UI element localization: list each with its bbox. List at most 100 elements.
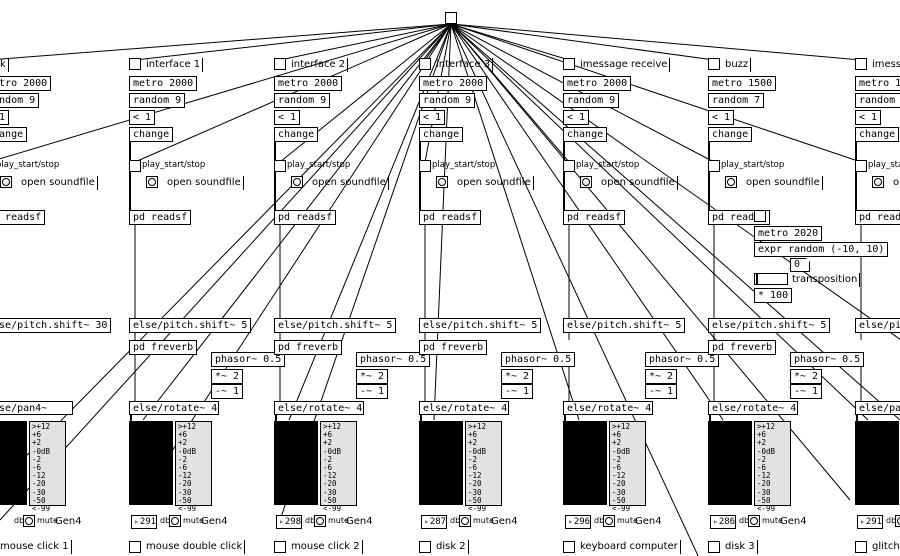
readsf-object[interactable]: pd readsf [274,210,337,225]
play-toggle[interactable] [129,160,141,172]
buzz-toggle[interactable] [754,210,766,222]
metro-object[interactable]: metro 2000 [419,76,488,91]
play-toggle[interactable] [419,160,431,172]
phasor-object[interactable]: phasor~ 0.5 [790,352,865,367]
open-bang[interactable] [436,176,448,188]
change-object[interactable]: change [563,127,608,142]
change-object[interactable]: change [708,127,753,142]
less-than-object[interactable]: < 1 [563,110,590,125]
random-object[interactable]: random 6 [855,93,900,108]
gain-number[interactable]: 291 [131,515,157,529]
bottom-toggle[interactable] [419,541,431,553]
pitch-shift-object[interactable]: else/pitch.shift~ 5 [274,318,397,333]
subtract-object[interactable]: -~ 1 [356,384,389,399]
random-object[interactable]: random 9 [419,93,476,108]
rotate-object[interactable]: else/pan4~ [855,401,900,415]
random-object[interactable]: random 9 [563,93,620,108]
pitch-shift-object[interactable]: else/pitch.shift~ 5 [708,318,831,333]
rotate-object[interactable]: else/rotate~ 4 [563,401,653,415]
transposition-slider[interactable] [754,273,788,285]
random-object[interactable]: random 9 [0,93,40,108]
change-object[interactable]: change [274,127,319,142]
rotate-object[interactable]: else/rotate~ 4 [419,401,509,415]
column-toggle[interactable] [563,58,575,70]
metro-object[interactable]: metro 2000 [0,76,52,91]
multiply-object[interactable]: *~ 2 [211,369,244,384]
open-bang[interactable] [146,176,158,188]
expr-object[interactable]: expr random (-10, 10) [754,242,889,257]
bottom-toggle[interactable] [708,541,720,553]
subtract-object[interactable]: -~ 1 [645,384,678,399]
metro-object[interactable]: metro 2000 [563,76,632,91]
mute-bang[interactable] [603,515,615,527]
metro-object[interactable]: metro 1500 [855,76,900,91]
multiply-100-object[interactable]: * 100 [754,288,793,303]
open-bang[interactable] [580,176,592,188]
bottom-toggle[interactable] [563,541,575,553]
multiply-object[interactable]: *~ 2 [501,369,534,384]
pitch-shift-object[interactable]: else/pitch.shift~ 5 [855,318,900,333]
metro-object[interactable]: metro 2000 [129,76,198,91]
gain-number[interactable]: 286 [710,515,736,529]
multiply-object[interactable]: *~ 2 [645,369,678,384]
readsf-object[interactable]: pd readsf [419,210,482,225]
subtract-object[interactable]: -~ 1 [790,384,823,399]
readsf-object[interactable]: pd readsf [129,210,192,225]
change-object[interactable]: change [129,127,174,142]
readsf-object[interactable]: pd readsf [0,210,46,225]
mute-bang[interactable] [895,515,900,527]
less-than-object[interactable]: < 1 [274,110,301,125]
open-bang[interactable] [0,176,12,188]
freeverb-object[interactable]: pd freverb [274,340,343,355]
open-bang[interactable] [872,176,884,188]
column-toggle[interactable] [708,58,720,70]
pitch-shift-object[interactable]: else/pitch.shift~ 5 [129,318,252,333]
mute-bang[interactable] [169,515,181,527]
mute-bang[interactable] [314,515,326,527]
column-toggle[interactable] [274,58,286,70]
random-object[interactable]: random 9 [129,93,186,108]
less-than-object[interactable]: < 1 [855,110,882,125]
mute-bang[interactable] [459,515,471,527]
metro-object[interactable]: metro 2000 [274,76,343,91]
subtract-object[interactable]: -~ 1 [211,384,244,399]
freeverb-object[interactable]: pd freverb [419,340,488,355]
transposition-number[interactable]: 0 [790,258,810,272]
change-object[interactable]: change [0,127,28,142]
readsf-object[interactable]: pd readsf [855,210,900,225]
multiply-object[interactable]: *~ 2 [356,369,389,384]
mute-bang[interactable] [748,515,760,527]
open-bang[interactable] [725,176,737,188]
pitch-shift-object[interactable]: else/pitch.shift~ 5 [563,318,686,333]
less-than-object[interactable]: < 1 [708,110,735,125]
play-toggle[interactable] [274,160,286,172]
buzz-metro-object[interactable]: metro 2020 [754,226,823,241]
rotate-object[interactable]: else/pan4~ [0,401,73,415]
pitch-shift-object[interactable]: else/pitch.shift~ 30 [0,318,112,333]
phasor-object[interactable]: phasor~ 0.5 [211,352,286,367]
subtract-object[interactable]: -~ 1 [501,384,534,399]
column-toggle[interactable] [129,58,141,70]
column-toggle[interactable] [855,58,867,70]
play-toggle[interactable] [855,160,867,172]
rotate-object[interactable]: else/rotate~ 4 [708,401,798,415]
bottom-toggle[interactable] [855,541,867,553]
change-object[interactable]: change [419,127,464,142]
less-than-object[interactable]: < 1 [0,110,10,125]
column-toggle[interactable] [419,58,431,70]
mute-bang[interactable] [23,515,35,527]
phasor-object[interactable]: phasor~ 0.5 [356,352,431,367]
bottom-toggle[interactable] [274,541,286,553]
metro-object[interactable]: metro 1500 [708,76,777,91]
freeverb-object[interactable]: pd freverb [129,340,198,355]
gain-number[interactable]: 296 [565,515,591,529]
bottom-toggle[interactable] [129,541,141,553]
readsf-object[interactable]: pd readsf [563,210,626,225]
rotate-object[interactable]: else/rotate~ 4 [129,401,219,415]
pitch-shift-object[interactable]: else/pitch.shift~ 5 [419,318,542,333]
less-than-object[interactable]: < 1 [129,110,156,125]
rotate-object[interactable]: else/rotate~ 4 [274,401,364,415]
gain-number[interactable]: 298 [276,515,302,529]
multiply-object[interactable]: *~ 2 [790,369,823,384]
